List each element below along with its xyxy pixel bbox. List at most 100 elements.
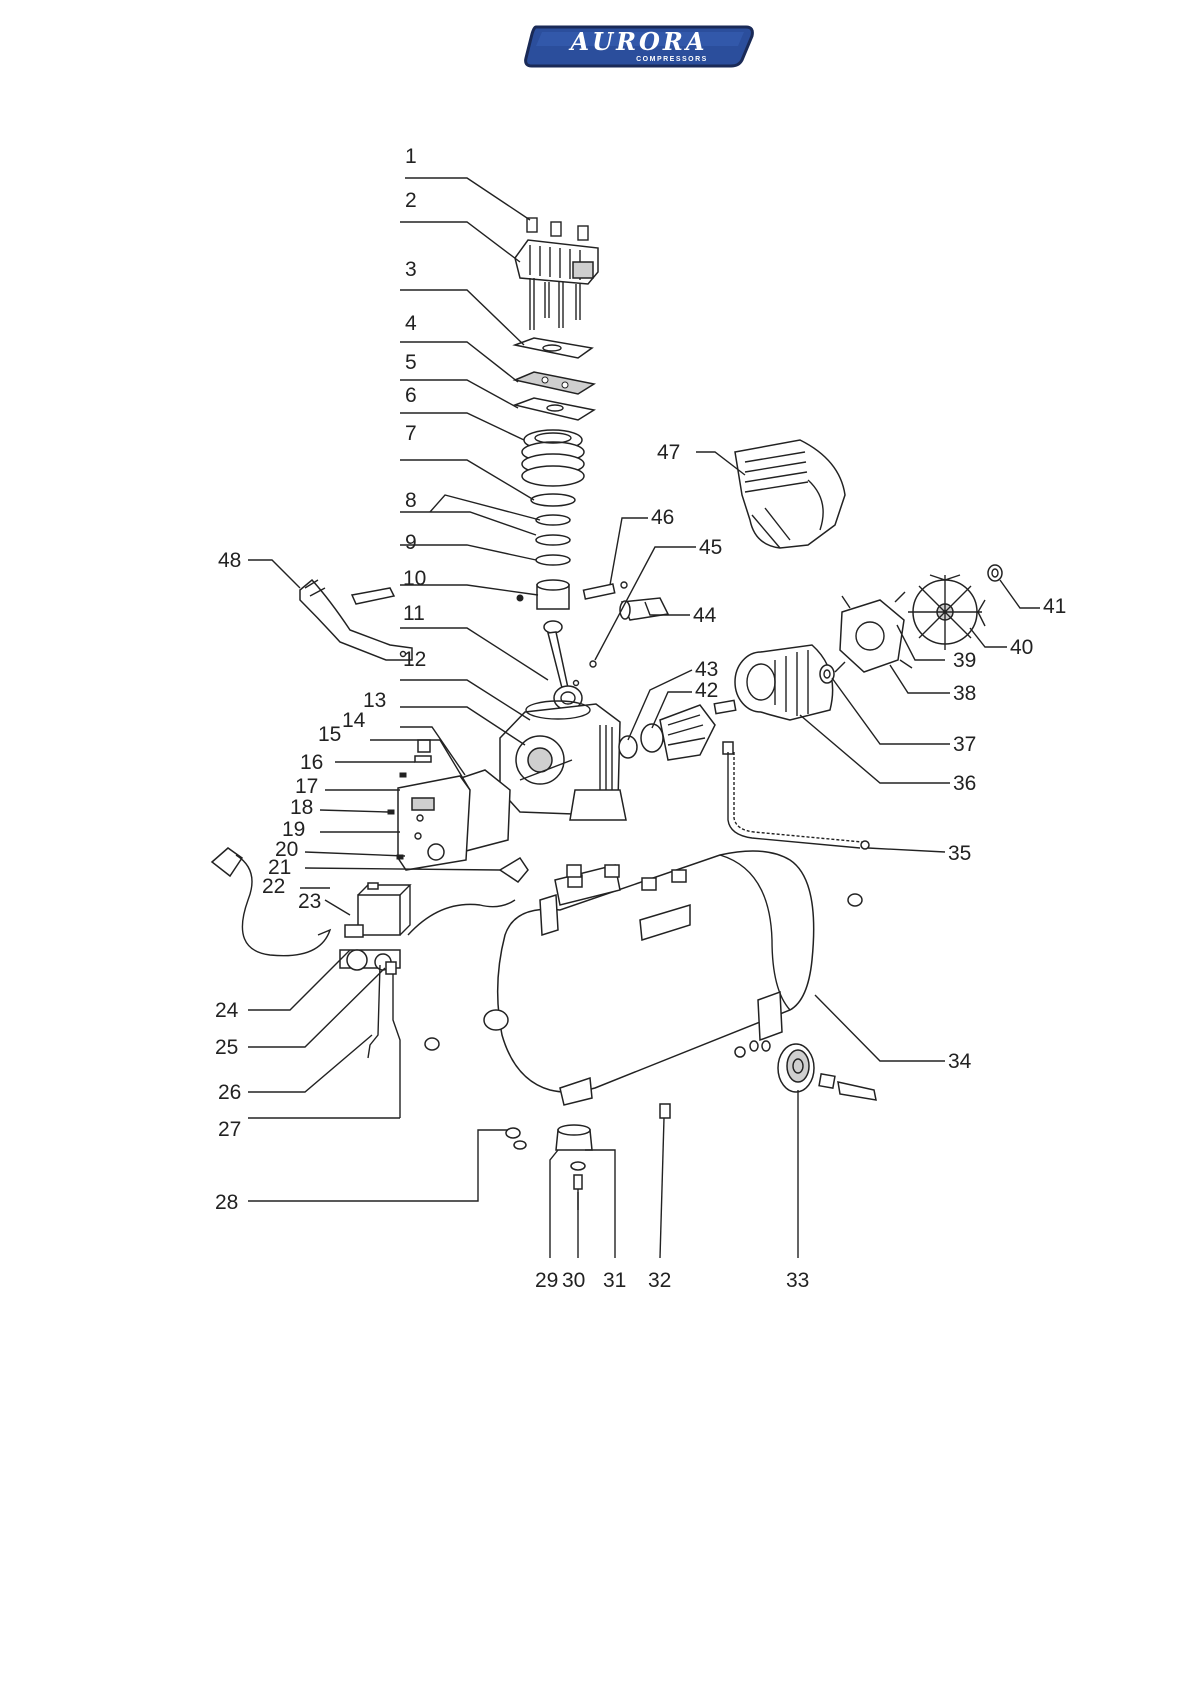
handle xyxy=(299,578,413,661)
leader-8b xyxy=(429,494,541,521)
leader-36 xyxy=(799,714,950,784)
callout-21: 21 xyxy=(268,856,291,879)
fan-shroud xyxy=(734,439,846,549)
leader-9 xyxy=(400,544,537,561)
callout-8: 8 xyxy=(405,489,417,512)
leader-13 xyxy=(400,706,526,746)
callout-36: 36 xyxy=(953,772,976,795)
leader-8 xyxy=(400,511,537,536)
leader-48 xyxy=(248,559,301,589)
logo-name: AURORA xyxy=(569,27,708,56)
callout-numbers: 1 2 3 4 5 6 7 8 9 10 11 12 13 14 15 16 1… xyxy=(215,145,1066,1292)
callout-46: 46 xyxy=(651,506,674,529)
crankcase-cover xyxy=(387,739,511,871)
pressure-switch xyxy=(339,856,529,1118)
callout-26: 26 xyxy=(218,1081,241,1104)
callout-7: 7 xyxy=(405,422,417,445)
piston-assembly xyxy=(516,514,571,610)
callout-4: 4 xyxy=(405,312,417,335)
callout-27: 27 xyxy=(218,1118,241,1141)
logo-sub: COMPRESSORS xyxy=(636,56,708,63)
leader-35 xyxy=(867,847,946,853)
callout-9: 9 xyxy=(405,531,417,554)
cylinder-head xyxy=(514,217,599,330)
callout-19: 19 xyxy=(282,818,305,841)
leader-46 xyxy=(609,517,648,586)
part-drawings xyxy=(210,217,1003,1210)
callout-45: 45 xyxy=(699,536,722,559)
callout-43: 43 xyxy=(695,658,718,681)
callout-34: 34 xyxy=(948,1050,972,1073)
piston-pin xyxy=(572,581,628,687)
callout-41: 41 xyxy=(1043,595,1066,618)
callout-3: 3 xyxy=(405,258,417,281)
callout-11: 11 xyxy=(403,602,425,625)
callout-5: 5 xyxy=(405,351,417,374)
leader-43 xyxy=(627,669,693,741)
callout-24: 24 xyxy=(215,999,239,1022)
callout-2: 2 xyxy=(405,189,417,212)
leader-41 xyxy=(999,579,1040,609)
callout-32: 32 xyxy=(648,1269,671,1292)
callout-28: 28 xyxy=(215,1191,238,1214)
callout-29: 29 xyxy=(535,1269,558,1292)
callout-12: 12 xyxy=(403,648,426,671)
callout-25: 25 xyxy=(215,1036,238,1059)
callout-14: 14 xyxy=(342,709,366,732)
leader-45 xyxy=(594,546,696,661)
callout-47: 47 xyxy=(657,441,680,464)
connecting-rod xyxy=(543,620,583,711)
callout-30: 30 xyxy=(562,1269,585,1292)
callout-1: 1 xyxy=(405,145,417,168)
callout-35: 35 xyxy=(948,842,971,865)
gaskets-valve-plate xyxy=(512,337,596,421)
leader-29 xyxy=(549,1149,559,1258)
callout-40: 40 xyxy=(1010,636,1033,659)
leader-38 xyxy=(889,664,950,694)
cylinder xyxy=(521,429,585,507)
leader-14 xyxy=(400,726,466,776)
callout-48: 48 xyxy=(218,549,241,572)
leader-40 xyxy=(969,627,1007,648)
callout-42: 42 xyxy=(695,679,718,702)
leader-7 xyxy=(400,459,535,501)
callout-39: 39 xyxy=(953,649,976,672)
callout-38: 38 xyxy=(953,682,976,705)
leader-12 xyxy=(400,679,531,721)
power-cord xyxy=(210,847,516,957)
leader-26 xyxy=(248,1034,373,1093)
leader-28 xyxy=(248,1129,508,1202)
leader-47 xyxy=(696,451,746,476)
air-tank xyxy=(424,850,863,1106)
leader-44 xyxy=(644,601,690,616)
motor xyxy=(618,591,913,761)
callout-13: 13 xyxy=(363,689,386,712)
leader-34 xyxy=(814,994,945,1062)
leader-11 xyxy=(400,627,549,681)
callout-6: 6 xyxy=(405,384,417,407)
foot-and-fasteners xyxy=(505,864,671,1210)
leader-10 xyxy=(400,584,539,596)
leader-42 xyxy=(651,691,692,729)
leader-31 xyxy=(585,1149,616,1258)
leader-2 xyxy=(400,221,521,263)
callout-33: 33 xyxy=(786,1269,809,1292)
callout-22: 22 xyxy=(262,875,285,898)
callout-20: 20 xyxy=(275,838,298,861)
delivery-pipe xyxy=(722,741,870,850)
leader-24 xyxy=(248,949,351,1011)
crankcase xyxy=(499,700,627,821)
callout-17: 17 xyxy=(295,775,318,798)
leader-39 xyxy=(896,624,945,661)
callout-31: 31 xyxy=(603,1269,626,1292)
callout-10: 10 xyxy=(403,567,426,590)
callout-37: 37 xyxy=(953,733,976,756)
leader-25 xyxy=(248,967,386,1048)
leader-6 xyxy=(400,412,525,441)
callout-44: 44 xyxy=(693,604,717,627)
leader-18 xyxy=(319,809,389,813)
leader-15 xyxy=(370,739,471,791)
leader-3 xyxy=(400,289,525,346)
callout-16: 16 xyxy=(300,751,323,774)
